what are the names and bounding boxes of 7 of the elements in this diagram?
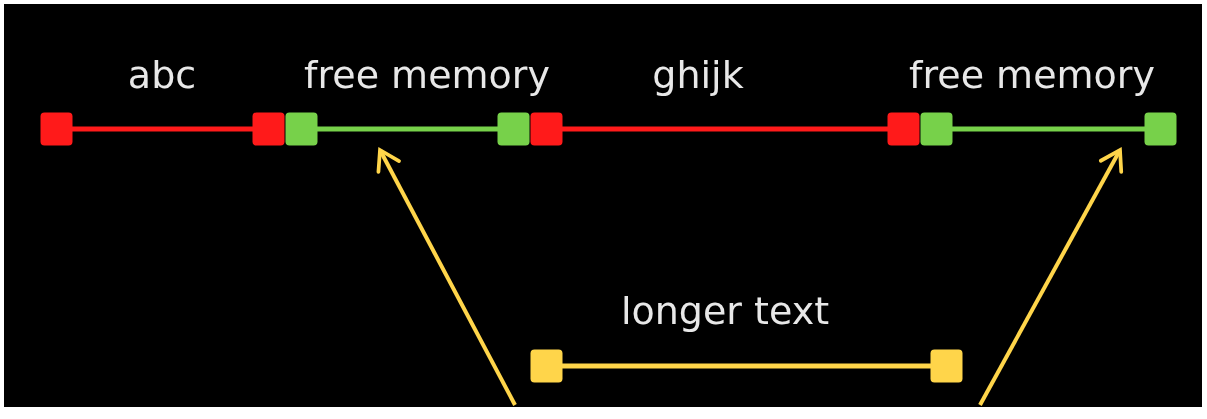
arrow [376,148,517,406]
segment-label: free memory [304,52,550,98]
segment-label: abc [127,52,197,98]
segment-label: free memory [909,52,1155,98]
segment-label: ghijk [652,52,744,98]
arrow [978,148,1124,406]
segment-label: longer text [620,288,830,334]
